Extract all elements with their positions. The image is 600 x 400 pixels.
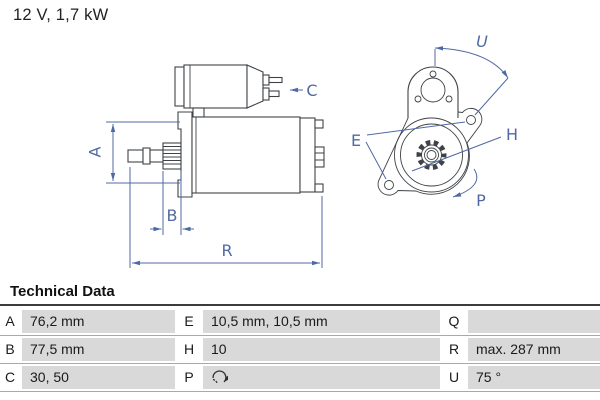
value-a: 76,2 mm — [22, 310, 175, 333]
dimension-label-r: R — [221, 241, 232, 260]
starter-motor-technical-drawing: A B R C — [86, 32, 518, 268]
value-h: 10 — [203, 338, 440, 361]
dimension-label-u: U — [476, 32, 488, 51]
table-heading: Technical Data — [10, 283, 115, 300]
table-row: A 76,2 mm E 10,5 mm, 10,5 mm Q — [0, 310, 600, 333]
value-b: 77,5 mm — [22, 338, 175, 361]
terminal-lower — [262, 87, 270, 101]
value-u: 75 ° — [468, 366, 600, 389]
solenoid-body — [183, 64, 248, 109]
solenoid-end-cap — [174, 66, 185, 107]
key-a: A — [0, 310, 20, 333]
terminal-upper — [262, 74, 270, 86]
row-separator — [0, 363, 600, 364]
row-separator — [0, 335, 600, 336]
key-h: H — [177, 338, 201, 361]
solenoid-bore — [420, 77, 446, 103]
dimension-lines-side: A B R C — [86, 81, 323, 268]
dimension-label-a: A — [86, 146, 105, 157]
solenoid-bracket-front — [407, 66, 459, 118]
value-q — [468, 310, 600, 333]
shaft-tip — [127, 149, 144, 163]
table-bottom-rule — [0, 391, 600, 392]
key-e: E — [177, 310, 201, 333]
rear-connector — [314, 146, 325, 168]
dimension-lines-front: E H U P — [351, 32, 518, 210]
key-q: Q — [442, 310, 466, 333]
dimension-label-b: B — [167, 206, 178, 225]
front-view-flange — [377, 66, 483, 196]
dimension-label-p: P — [476, 191, 486, 210]
rotation-clockwise-icon — [212, 370, 228, 385]
value-r: max. 287 mm — [468, 338, 600, 361]
pinion-gear-front — [416, 140, 447, 170]
value-e: 10,5 mm, 10,5 mm — [203, 310, 440, 333]
mounting-hole-lower — [384, 180, 394, 190]
motor-body — [191, 116, 301, 194]
solenoid-taper — [246, 64, 264, 109]
value-p — [203, 366, 440, 389]
table-row: C 30, 50 P U 75 ° — [0, 366, 600, 389]
value-c: 30, 50 — [22, 366, 175, 389]
shaft-collar — [142, 147, 151, 165]
page-title: 12 V, 1,7 kW — [13, 6, 109, 24]
rotation-direction-arc — [452, 168, 478, 198]
table-row: B 77,5 mm H 10 R max. 287 mm — [0, 338, 600, 361]
key-b: B — [0, 338, 20, 361]
key-u: U — [442, 366, 466, 389]
dimension-label-e: E — [351, 131, 361, 150]
key-c: C — [0, 366, 20, 389]
dimension-label-h: H — [506, 125, 518, 144]
technical-data-table: Technical Data A 76,2 mm E 10,5 mm, 10,5… — [0, 283, 600, 392]
mounting-hole-upper — [466, 115, 476, 125]
side-view-starter — [127, 64, 325, 198]
heading-rule — [0, 304, 600, 306]
key-p: P — [177, 366, 201, 389]
key-r: R — [442, 338, 466, 361]
rear-end-cap — [299, 117, 316, 193]
dimension-label-c: C — [306, 81, 317, 100]
